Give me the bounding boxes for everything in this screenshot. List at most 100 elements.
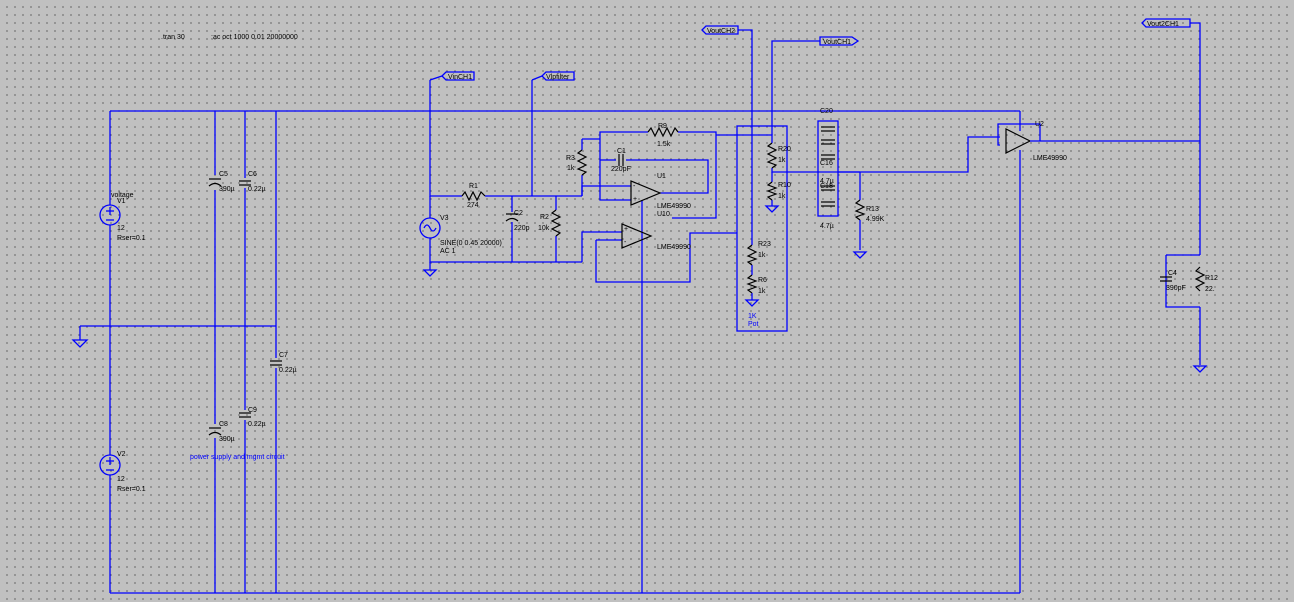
voltage-source-v1[interactable] (99, 204, 121, 226)
v3-ref-label: V3 (440, 215, 449, 222)
opamp-u1[interactable]: -+ (630, 180, 662, 206)
resistor-r10[interactable] (766, 181, 778, 201)
directive-ac[interactable]: ;ac oct 1000 0.01 20000000 (211, 34, 298, 41)
voltage-source-v2[interactable] (99, 454, 121, 476)
c4-ref-label: C4 (1168, 270, 1177, 277)
r13-ref-label: R13 (866, 206, 879, 213)
svg-text:+: + (633, 196, 637, 203)
pot-wires (716, 134, 860, 300)
cap-stack-box[interactable] (817, 120, 839, 217)
c7-value-label: 0.22µ (279, 367, 297, 374)
c2-value-label: 220p (514, 225, 530, 232)
v1-ref-label: V1 (117, 198, 126, 205)
c20-ref-label: C20 (820, 108, 833, 115)
u10-part-label: LME49990 (657, 244, 691, 251)
cap-stack-value-1: 4.7µ (820, 223, 834, 230)
c1-value-label: 220pF (611, 166, 631, 173)
u1-ref-label: U1 (657, 173, 666, 180)
ground-icon (71, 339, 89, 348)
c7-ref-label: C7 (279, 352, 288, 359)
resistor-r1[interactable] (461, 190, 486, 202)
v2-value-label: 12 (117, 476, 125, 483)
c18-ref-label: C18 (820, 183, 833, 190)
resistor-r20[interactable] (766, 142, 778, 169)
svg-text:-: - (624, 239, 627, 246)
signal-source-v3[interactable] (419, 217, 441, 239)
resistor-r3[interactable] (576, 149, 588, 176)
r1-value-label: 274 (467, 202, 479, 209)
r12-ref-label: R12 (1205, 275, 1218, 282)
capacitor-c1[interactable] (618, 154, 624, 166)
resistor-r23[interactable] (746, 244, 758, 266)
c2-ref-label: C2 (514, 210, 523, 217)
r13-value-label: 4.99K (866, 216, 885, 223)
c1-ref-label: C1 (617, 148, 626, 155)
capacitor-c2[interactable] (505, 213, 519, 222)
opamp-u2[interactable] (1005, 128, 1032, 154)
capacitor-c5[interactable] (208, 178, 222, 187)
load-bottom-wire (1165, 255, 1200, 308)
r20-ref-label: R20 (778, 146, 791, 153)
r6-value-label: 1k (758, 288, 766, 295)
svg-text:-: - (633, 183, 636, 190)
capacitor-c8[interactable] (208, 427, 222, 436)
r3-value-label: 1k (567, 165, 575, 172)
r1-ref-label: R1 (469, 183, 478, 190)
net-label-vinch1[interactable] (441, 71, 475, 81)
input-wires (429, 80, 737, 593)
c9-value-label: 0.22µ (248, 421, 266, 428)
net-label-voutch1-text: VoutCH1 (823, 39, 851, 46)
directive-tran[interactable]: .tran 30 (161, 34, 185, 41)
c6-ref-label: C6 (248, 171, 257, 178)
resistor-r9[interactable] (647, 126, 679, 138)
capacitor-c9[interactable] (239, 412, 251, 418)
c8-ref-label: C8 (219, 421, 228, 428)
net-label-voutch1[interactable] (819, 36, 860, 46)
ground-icon (1192, 365, 1208, 373)
resistor-r2[interactable] (550, 209, 562, 237)
c8-value-label: 390µ (219, 436, 235, 443)
output-node-wire (1190, 22, 1201, 255)
net-label-voutch2-text: VoutCH2 (707, 28, 735, 35)
capacitor-c6[interactable] (239, 180, 251, 186)
r23-value-label: 1k (758, 252, 766, 259)
cap-stack-plates (821, 126, 835, 207)
power-supply-comment[interactable]: power supply and mgmt circuit (190, 454, 285, 461)
v1-value-label: 12 (117, 225, 125, 232)
v2-ref-label: V2 (117, 451, 126, 458)
opamp-u10[interactable]: +- (621, 223, 653, 249)
ground-icon (764, 205, 780, 213)
net-label-vlpfilter[interactable] (541, 71, 575, 81)
resistor-r6[interactable] (746, 274, 758, 294)
resistor-r12[interactable] (1194, 266, 1206, 292)
ground-icon (852, 251, 868, 259)
ground-icon (422, 269, 438, 277)
r2-value-label: 10k (538, 225, 550, 232)
net-label-vinch1-text: VinCH1 (448, 74, 472, 81)
v1-rser-label: Rser=0.1 (117, 235, 146, 242)
pot-value-label: 1K (748, 313, 757, 320)
u10-ref-label: U10 (657, 211, 670, 218)
ground-icon (744, 299, 760, 307)
u2-ref-label: U2 (1035, 121, 1044, 128)
r10-ref-label: R10 (778, 182, 791, 189)
u2-feedback-wire (997, 123, 1041, 146)
capacitor-c7[interactable] (270, 360, 282, 366)
v3-value-label: SINE(0 0.45 20000) (440, 240, 502, 247)
pot-box[interactable] (736, 125, 788, 332)
r20-value-label: 1k (778, 157, 786, 164)
capacitor-c4[interactable] (1160, 276, 1172, 282)
c6-value-label: 0.22µ (248, 186, 266, 193)
power-rails (79, 110, 1021, 594)
v1-name-label: voltage (111, 192, 134, 199)
c4-value-label: 390pF (1166, 285, 1186, 292)
v3-ac-label: AC 1 (440, 248, 456, 255)
pot-label: Pot (748, 321, 759, 328)
r23-ref-label: R23 (758, 241, 771, 248)
cap-stack-value-0: 4.7µ (820, 178, 834, 185)
r3-ref-label: R3 (566, 155, 575, 162)
c16-ref-label: C16 (820, 160, 833, 167)
resistor-r13[interactable] (854, 199, 866, 221)
